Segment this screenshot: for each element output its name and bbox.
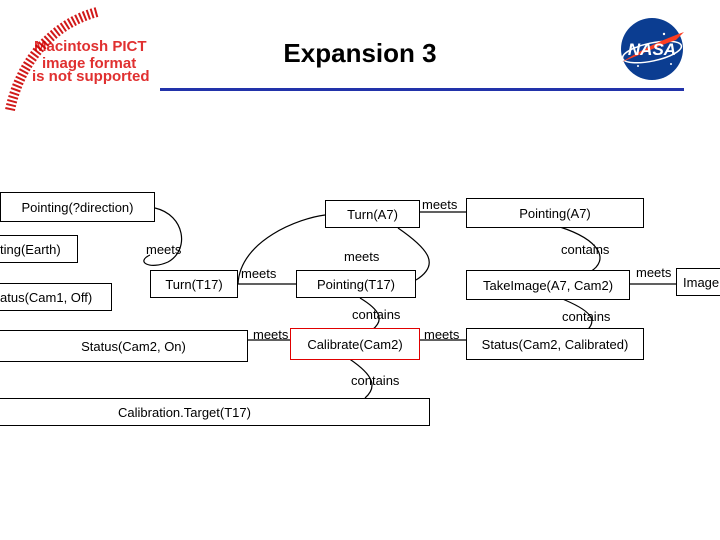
label-meets-calibrate-status-calibrated: meets [424, 327, 460, 342]
pict-line-2: image format [42, 55, 137, 72]
label-contains-pointing-t17: contains [352, 307, 401, 322]
pict-line-1: Macintosh PICT [34, 38, 147, 55]
node-pointing-earth: ting(Earth) [0, 235, 78, 263]
node-takeimage: TakeImage(A7, Cam2) [466, 270, 630, 300]
edge-pointing-t17-calibrate [359, 297, 380, 331]
node-image: Image [676, 268, 720, 296]
pict-placeholder: Macintosh PICT image format is not suppo… [20, 30, 165, 90]
edge-pointing-direction-turn [143, 207, 183, 266]
label-contains-takeimage: contains [562, 309, 611, 324]
node-pointing-t17: Pointing(T17) [296, 270, 416, 298]
edge-turn-a7-pointing-t17 [397, 227, 430, 281]
label-meets-turn-t17-pointing-t17: meets [241, 266, 277, 281]
label-meets-takeimage-image: meets [636, 265, 672, 280]
node-status-cam1-off: atus(Cam1, Off) [0, 283, 112, 311]
label-meets-status-on-calibrate: meets [253, 327, 289, 342]
node-pointing-a7: Pointing(A7) [466, 198, 644, 228]
label-meets-pointing-earth: meets [146, 242, 182, 257]
label-contains-calibrate: contains [351, 373, 400, 388]
edge-pointing-a7-takeimage [559, 226, 601, 273]
node-status-cam2-on: Status(Cam2, On) [0, 330, 248, 362]
pict-line-3: is not supported [32, 68, 150, 85]
edge-calibrate-calibration-target [344, 355, 373, 399]
label-meets-turn-a7-pointing-a7: meets [422, 197, 458, 212]
node-status-cam2-calibrated: Status(Cam2, Calibrated) [466, 328, 644, 360]
edge-turn-t17-turn-a7 [237, 214, 326, 285]
nasa-logo: NASA [621, 18, 684, 80]
title-underline [160, 88, 684, 91]
label-meets-turn-a7-pointing-t17: meets [344, 249, 380, 264]
node-calibration-target: Calibration.Target(T17) [0, 398, 430, 426]
nasa-logo-text: NASA [628, 40, 676, 59]
ist-logo [5, 7, 99, 112]
node-pointing-direction: Pointing(?direction) [0, 192, 155, 222]
node-turn-t17: Turn(T17) [150, 270, 238, 298]
label-contains-pointing-a7: contains [561, 242, 610, 257]
node-turn-a7: Turn(A7) [325, 200, 420, 228]
node-calibrate-cam2: Calibrate(Cam2) [290, 328, 420, 360]
slide-title: Expansion 3 [283, 38, 437, 68]
